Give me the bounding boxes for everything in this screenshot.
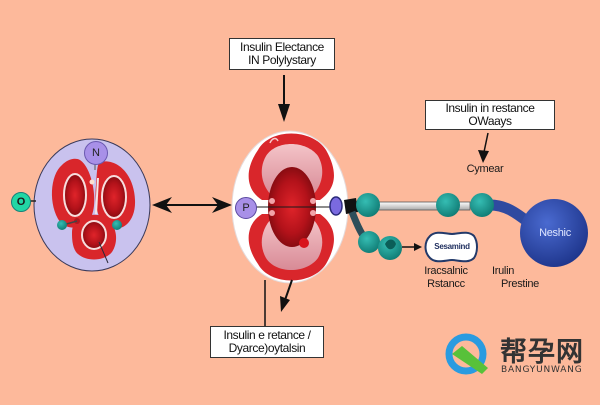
label-bottom-center: Insulin e retance / Dyarce)oytalsin: [210, 326, 324, 358]
left-cell-left-badge: O: [11, 192, 31, 212]
label-bottom-center-line2: Dyarce)oytalsin: [228, 341, 306, 355]
teal-bead-4: [358, 231, 380, 253]
blue-sphere: [520, 199, 588, 267]
label-cymear: Cymear: [466, 163, 504, 175]
watermark: 帮孕网 BANGYUNWANG: [444, 328, 594, 384]
left-cell: [33, 138, 151, 272]
label-bottom-mid-left-line2: Rstancc: [427, 278, 465, 290]
center-cell-left-badge: P: [235, 197, 257, 219]
teal-bead-3: [470, 193, 494, 217]
center-cell: [231, 130, 349, 284]
left-cell-left-badge-label: O: [16, 196, 26, 208]
pill-shape: [424, 231, 478, 263]
left-cell-teal-node-right: [112, 220, 122, 230]
watermark-english: BANGYUNWANG: [501, 365, 583, 375]
label-bottom-mid-right: Irulin Prestine: [492, 265, 548, 291]
center-cell-blue-node: [329, 196, 343, 216]
label-top-center-line2: IN Polylystary: [248, 53, 316, 67]
left-cell-top-badge-label: N: [92, 147, 100, 159]
label-top-right: Insulin in restance OWaays: [425, 100, 555, 130]
label-top-center: Insulin Electance IN Polylystary: [229, 38, 335, 70]
label-sphere: Neshic: [539, 227, 571, 239]
left-cell-lobe-top-right: [95, 161, 136, 229]
teal-bead-1: [356, 193, 380, 217]
label-top-right-line2: OWaays: [468, 114, 512, 128]
left-cell-top-badge: N: [84, 141, 108, 165]
label-top-right-line1: Insulin in restance: [445, 101, 535, 115]
left-cell-lobe-top-left: [51, 158, 95, 228]
double-arrow: [152, 197, 232, 213]
arrow-top-right-down: [478, 132, 489, 163]
label-bottom-mid-left: Iracsalnic Rstancc: [415, 265, 477, 291]
left-cell-teal-node-left: [57, 220, 67, 230]
label-pill: Sesamind: [434, 242, 470, 251]
teal-bead-2: [436, 193, 460, 217]
label-bottom-center-line1: Insulin e retance /: [223, 328, 311, 342]
molecular-chain: [344, 193, 534, 260]
label-top-center-line1: Insulin Electance: [240, 40, 324, 54]
arrows-center-to-bottom: [264, 279, 293, 326]
watermark-logo-icon: [445, 333, 488, 375]
arrow-top-to-center: [278, 75, 290, 122]
center-cell-left-badge-label: P: [242, 202, 250, 214]
label-bottom-mid-left-line1: Iracsalnic: [424, 265, 468, 277]
label-bottom-mid-right-line2: Prestine: [501, 278, 539, 290]
watermark-chinese: 帮孕网: [500, 337, 584, 368]
label-bottom-mid-right-line1: Irulin: [492, 265, 515, 277]
